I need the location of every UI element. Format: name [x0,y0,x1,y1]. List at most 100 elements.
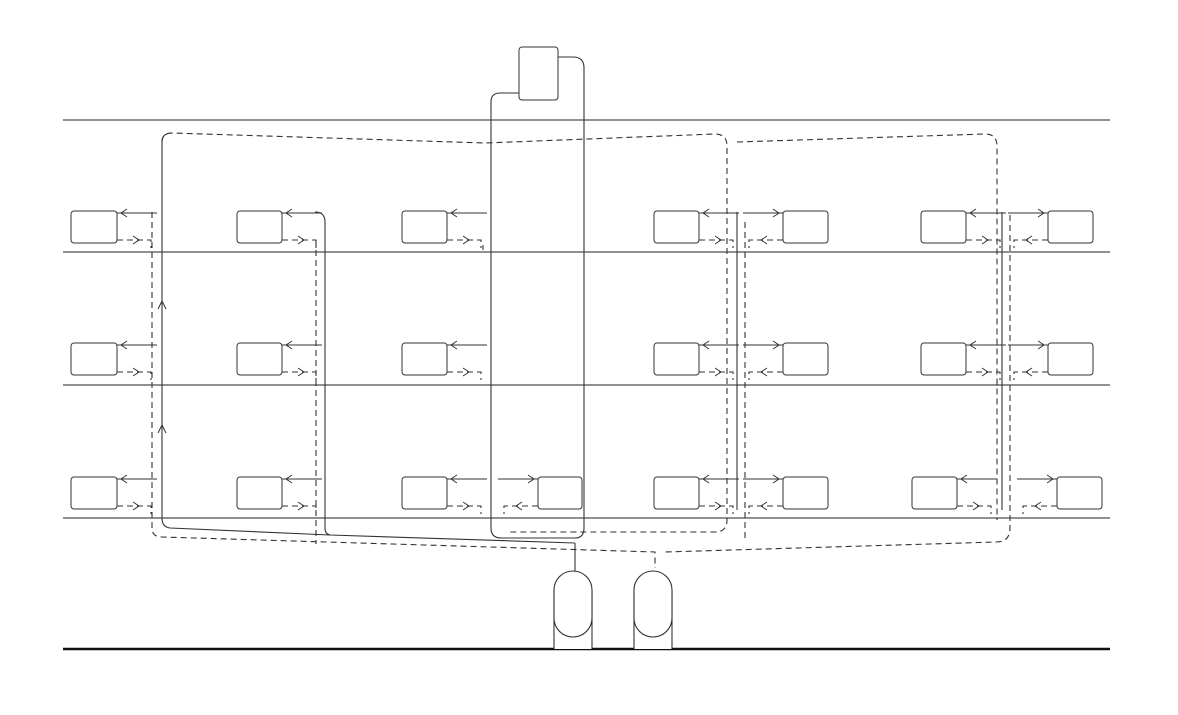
radiator [537,476,583,510]
return-branch [447,371,482,380]
radiator [653,210,700,244]
arrow-icon [702,340,710,350]
arrow-icon [297,367,305,377]
arrow-icon [702,474,710,484]
arrow-icon [1037,208,1045,218]
storage-tank-left-body [553,590,593,638]
arrow-icon [450,208,458,218]
return-branch [117,239,152,248]
return-mains [151,132,1011,568]
return-branch [503,505,538,514]
arrow-icon [450,474,458,484]
arrow-icon [772,208,780,218]
arrow-icon [297,501,305,511]
radiator [401,476,448,510]
storage-tanks [553,570,673,649]
radiator [653,342,700,376]
arrow-icon [1037,340,1045,350]
radiator [920,210,967,244]
return-branch [447,505,482,514]
radiator [782,210,829,244]
arrow-icon [1034,501,1042,511]
arrow-icon [120,208,128,218]
radiator [653,476,700,510]
return-branch [748,371,783,380]
return-branch [966,239,1001,248]
arrow-icon [772,340,780,350]
return-branch [699,239,734,248]
arrow-icon [285,474,293,484]
arrow-icon [462,367,470,377]
return-branch [282,239,317,248]
arrow-icon [120,474,128,484]
arrow-icon [450,340,458,350]
radiator [70,210,118,244]
far-left-supply-main [161,132,331,536]
arrow-icon [981,235,989,245]
return-branch [1013,239,1048,248]
flow-arrows [157,299,167,434]
bottom-return-right [664,215,1011,553]
arrow-icon [120,340,128,350]
arrow-icon [702,208,710,218]
arrow-icon [760,367,768,377]
return-branch [699,505,734,514]
arrow-icon [462,235,470,245]
return-branch [1013,371,1048,380]
arrow-icon [515,501,523,511]
arrow-icon [972,501,980,511]
arrow-icon [1025,367,1033,377]
return-branch [748,505,783,514]
arrow-icon [714,367,722,377]
radiator [782,476,829,510]
arrow-icon [714,235,722,245]
arrow-icon [285,208,293,218]
radiator [1047,342,1094,376]
arrow-icon [969,340,977,350]
arrow-icon [132,501,140,511]
radiators [70,208,1103,514]
storage-tank-right-body [633,590,673,638]
up-arrow [157,299,167,310]
floor-lines [63,119,1110,651]
return-branch [1022,505,1057,514]
arrow-icon [285,340,293,350]
top-return-right [736,133,998,520]
radiator [236,476,283,510]
radiator [1047,210,1094,244]
radiator [911,476,958,510]
expansion-riser [490,56,585,539]
arrow-icon [760,235,768,245]
radiator [70,476,118,510]
return-branch [966,371,1001,380]
arrow-icon [760,501,768,511]
return-branch [282,371,317,380]
return-branch [282,505,317,514]
top-return-loop [161,132,728,533]
radiator [920,342,967,376]
arrow-icon [960,474,968,484]
bottom-return-left [151,212,656,568]
radiator [782,342,829,376]
return-branch [117,371,152,380]
arrow-icon [297,235,305,245]
arrow-icon [714,501,722,511]
arrow-icon [132,235,140,245]
expansion-tank [518,46,559,101]
radiator [401,210,448,244]
return-branch [699,371,734,380]
up-arrow [157,423,167,434]
arrow-icon [1025,235,1033,245]
return-branch [957,505,992,514]
arrow-icon [981,367,989,377]
radiator [1056,476,1103,510]
return-branch [117,505,152,514]
arrow-icon [462,501,470,511]
return-branch [748,239,783,248]
arrow-icon [772,474,780,484]
radiator [236,210,283,244]
arrow-icon [1046,474,1054,484]
arrow-icon [132,367,140,377]
arrow-icon [969,208,977,218]
